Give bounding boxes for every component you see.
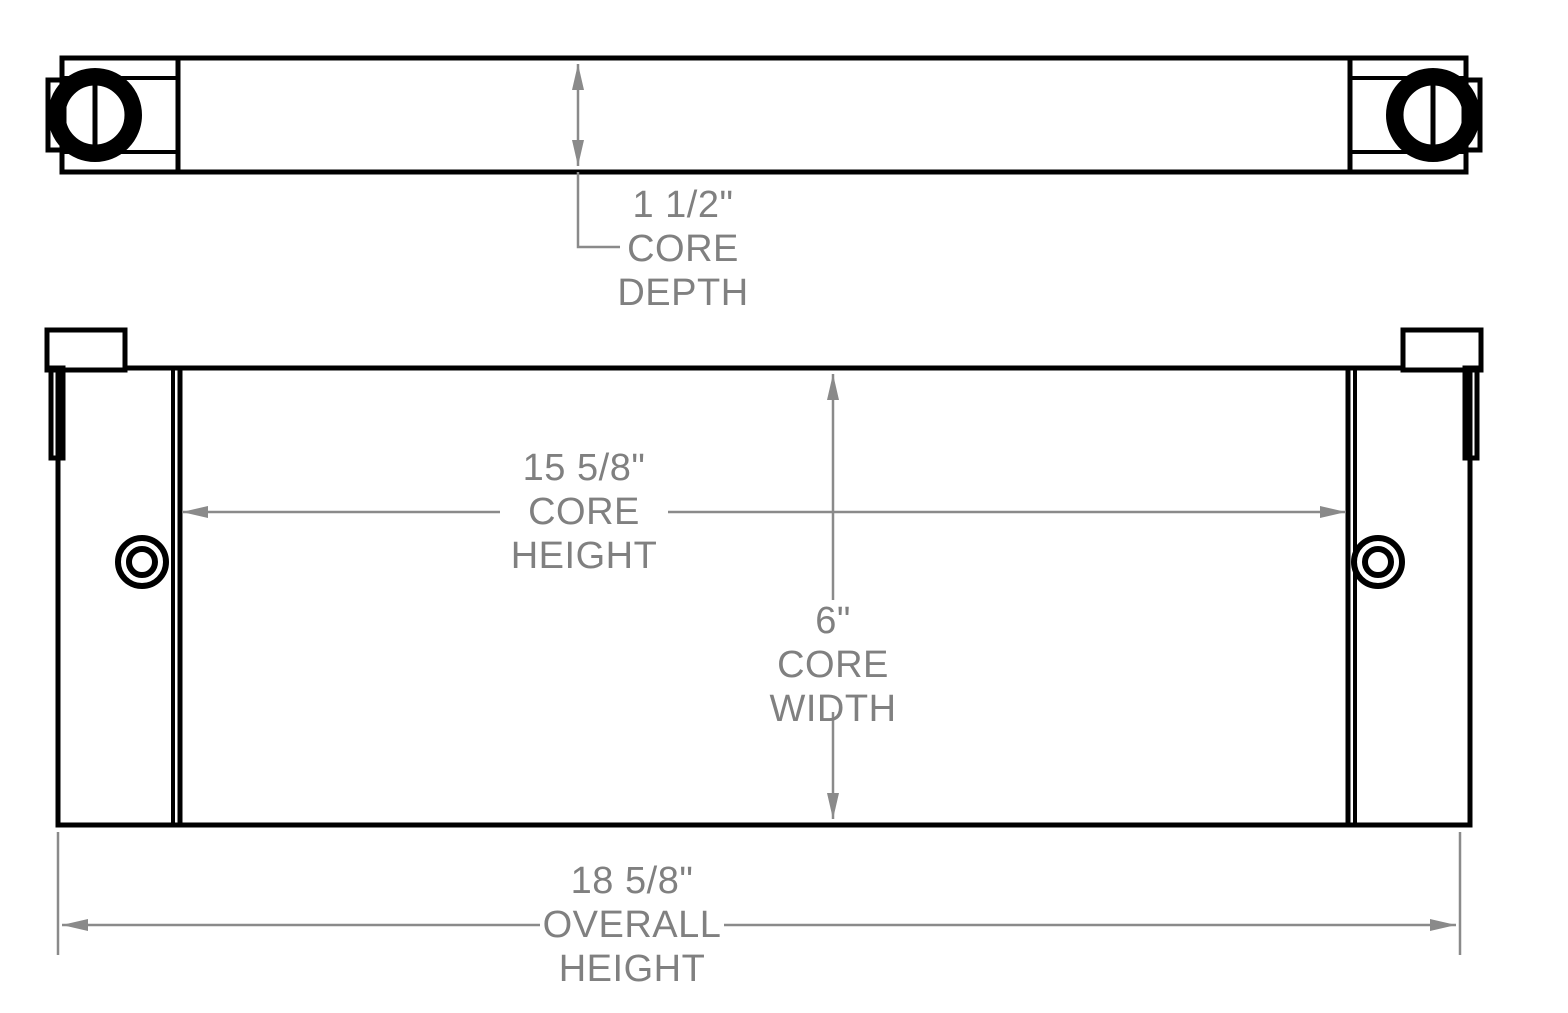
- core-depth-label-line2: DEPTH: [617, 272, 748, 314]
- core-width-label-line1: CORE: [777, 644, 889, 686]
- front-view-core-body: [175, 365, 1353, 828]
- overall-height-label-line2: HEIGHT: [559, 948, 706, 990]
- core-height-label-line1: CORE: [528, 491, 640, 533]
- front-view-right-port-icon: [1351, 535, 1405, 589]
- dimension-core-depth: 1 1/2" CORE DEPTH: [572, 64, 748, 314]
- dimension-core-width: 6" CORE WIDTH: [769, 374, 896, 819]
- front-view-right-tank: [1345, 327, 1484, 828]
- front-view-group: [44, 327, 1484, 828]
- core-height-value: 15 5/8": [523, 447, 646, 489]
- core-depth-label-line1: CORE: [627, 228, 739, 270]
- front-view-left-port-icon: [115, 535, 169, 589]
- top-view-left-port-icon: [48, 68, 142, 162]
- core-height-label-line2: HEIGHT: [511, 535, 658, 577]
- core-depth-leader-line: [576, 172, 620, 249]
- dimension-overall-height: 18 5/8" OVERALL HEIGHT: [56, 832, 1462, 990]
- dimension-core-height: 15 5/8" CORE HEIGHT: [182, 447, 1346, 577]
- overall-height-value: 18 5/8": [571, 860, 694, 902]
- core-width-label-line2: WIDTH: [769, 688, 896, 730]
- top-view-right-port-icon: [1386, 68, 1480, 162]
- top-view-group: [45, 55, 1483, 175]
- front-view-left-tank: [44, 327, 183, 828]
- overall-height-label-line1: OVERALL: [543, 904, 722, 946]
- top-view-core-body: [172, 55, 1356, 175]
- core-width-value: 6": [815, 600, 851, 642]
- core-depth-value: 1 1/2": [632, 184, 733, 226]
